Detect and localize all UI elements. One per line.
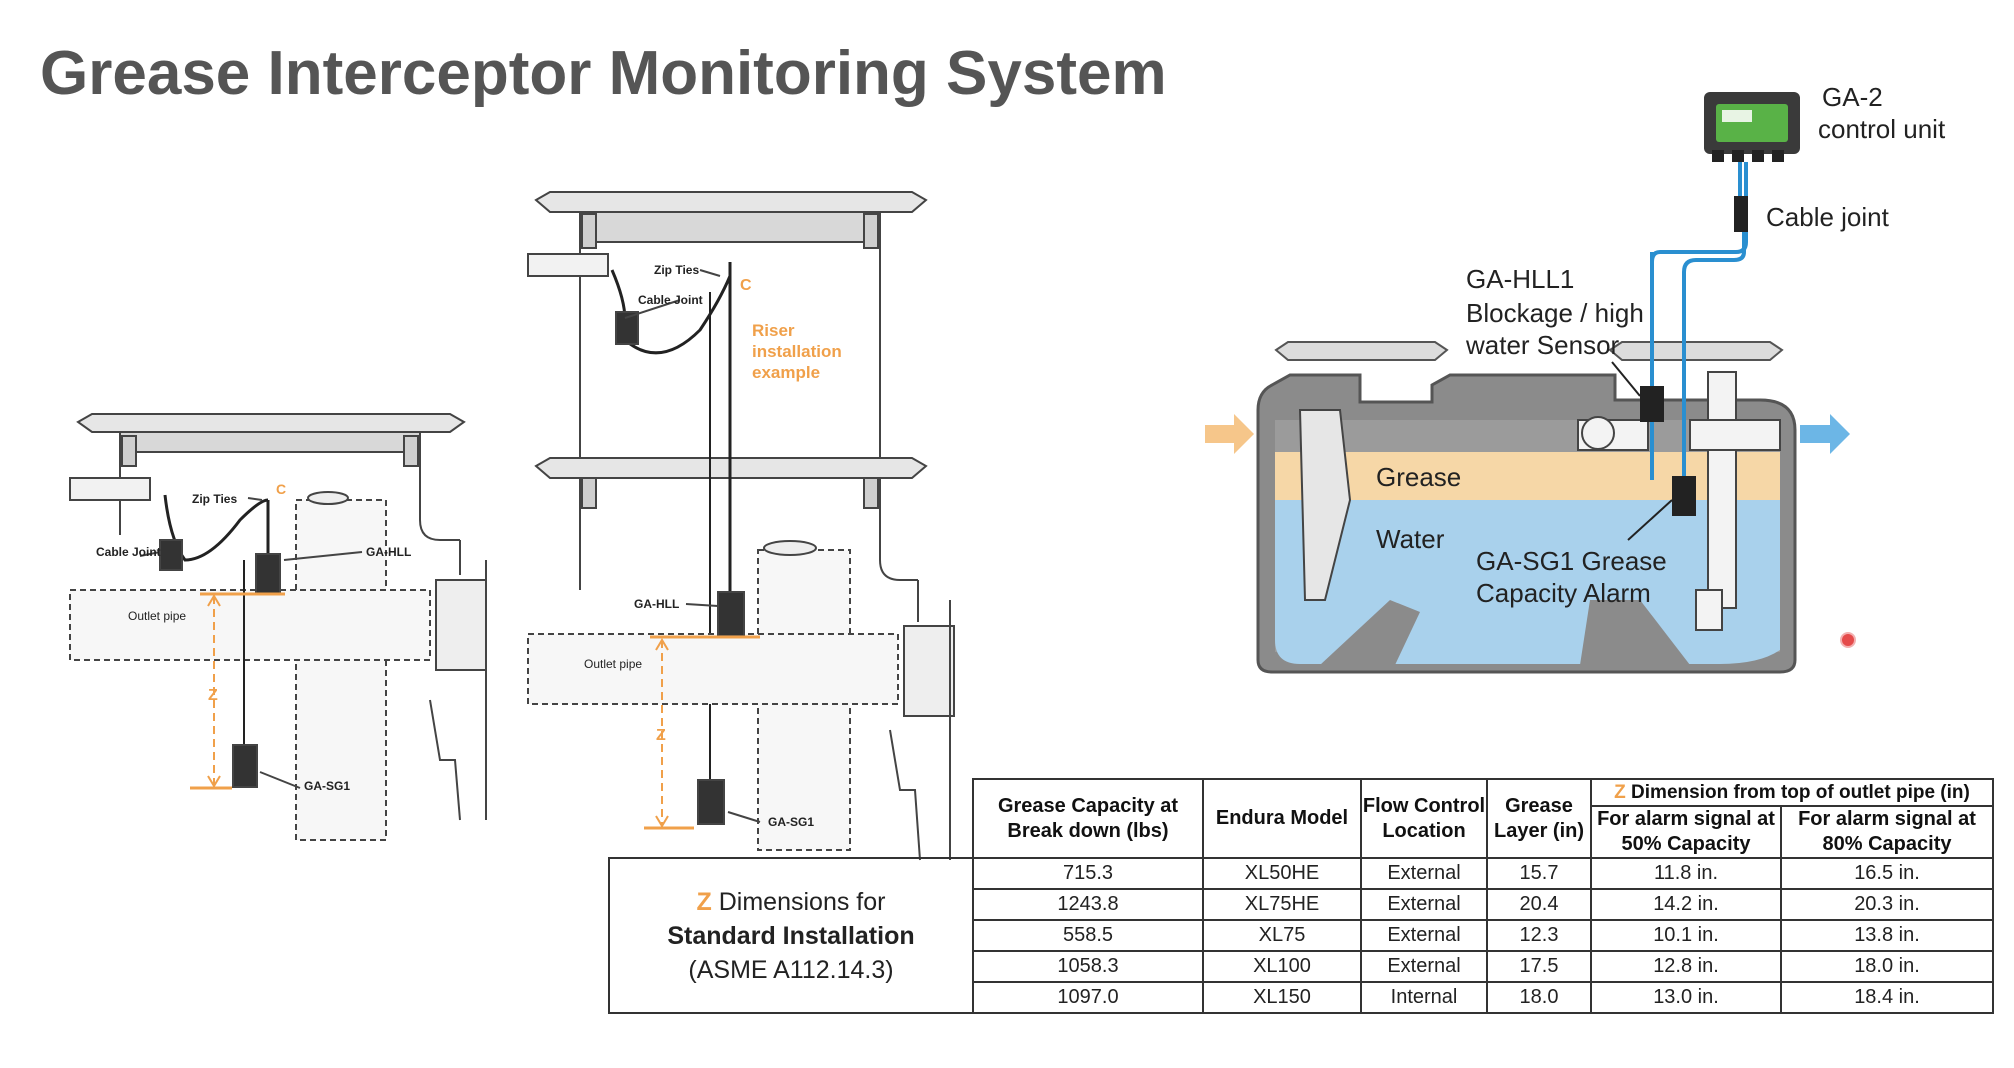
- middle-cable-joint-label: Cable Joint: [638, 293, 703, 307]
- row-1-layer: 15.7: [1486, 857, 1592, 890]
- middle-ga-sg1-label: GA-SG1: [768, 815, 814, 829]
- row-5-flow: Internal: [1360, 981, 1488, 1014]
- control-unit-label-line2: control unit: [1818, 114, 1946, 144]
- row-5-capacity: 1097.0: [972, 981, 1204, 1014]
- page-title: Grease Interceptor Monitoring System: [40, 39, 1167, 108]
- grease-layer-label: Grease: [1376, 462, 1461, 492]
- riser-example-line3: example: [752, 363, 820, 382]
- row-4-z80: 18.0 in.: [1780, 950, 1994, 983]
- middle-outlet-pipe-label: Outlet pipe: [584, 657, 642, 671]
- z-dimensions-table: Grease Capacity at Break down (lbs) Endu…: [608, 778, 1994, 1014]
- row-3-flow: External: [1360, 919, 1488, 952]
- riser-example-line1: Riser: [752, 321, 795, 340]
- riser-example-line2: installation: [752, 342, 842, 361]
- row-4-capacity: 1058.3: [972, 950, 1204, 983]
- row-4-model: XL100: [1202, 950, 1362, 983]
- hll-sensor-label-line1: GA-HLL1: [1466, 264, 1574, 294]
- header-alarm80: For alarm signal at 80% Capacity: [1780, 805, 1994, 859]
- left-ga-hll-label: GA-HLL: [366, 545, 411, 559]
- row-2-z80: 20.3 in.: [1780, 888, 1994, 921]
- row-4-layer: 17.5: [1486, 950, 1592, 983]
- header-model: Endura Model: [1202, 778, 1362, 859]
- sg1-alarm-label-line1: GA-SG1 Grease: [1476, 546, 1667, 576]
- cable-joint-label: Cable joint: [1766, 202, 1890, 232]
- left-ga-sg1-label: GA-SG1: [304, 779, 350, 793]
- middle-zip-ties-label: Zip Ties: [654, 263, 699, 277]
- row-5-layer: 18.0: [1486, 981, 1592, 1014]
- row-1-model: XL50HE: [1202, 857, 1362, 890]
- row-2-z50: 14.2 in.: [1590, 888, 1782, 921]
- table-row-label: Z Dimensions for Standard Installation (…: [608, 857, 974, 1014]
- left-c-mark: C: [276, 481, 286, 497]
- cursor-dot: [1840, 632, 1856, 648]
- header-layer: Grease Layer (in): [1486, 778, 1592, 859]
- row-label-line1: Dimensions for: [711, 887, 886, 916]
- row-1-z50: 11.8 in.: [1590, 857, 1782, 890]
- row-2-model: XL75HE: [1202, 888, 1362, 921]
- middle-c-mark: C: [740, 277, 752, 294]
- hll-sensor-label-line2: Blockage / high: [1466, 298, 1644, 328]
- water-layer-label: Water: [1376, 524, 1445, 554]
- row-5-z50: 13.0 in.: [1590, 981, 1782, 1014]
- header-capacity: Grease Capacity at Break down (lbs): [972, 778, 1204, 859]
- control-unit-label-line1: GA-2: [1822, 82, 1883, 112]
- row-3-model: XL75: [1202, 919, 1362, 952]
- row-5-z80: 18.4 in.: [1780, 981, 1994, 1014]
- row-1-capacity: 715.3: [972, 857, 1204, 890]
- sg1-alarm-label-line2: Capacity Alarm: [1476, 578, 1651, 608]
- riser-installation-diagram: [527, 191, 955, 861]
- row-label-line3: (ASME A112.14.3): [688, 955, 894, 984]
- header-zdim: Z Dimension from top of outlet pipe (in): [1590, 778, 1994, 807]
- middle-z-label: Z: [656, 727, 666, 744]
- row-2-flow: External: [1360, 888, 1488, 921]
- interceptor-tank-diagram: [1205, 92, 1850, 674]
- row-5-model: XL150: [1202, 981, 1362, 1014]
- middle-ga-hll-label: GA-HLL: [634, 597, 679, 611]
- row-2-layer: 20.4: [1486, 888, 1592, 921]
- row-3-z50: 10.1 in.: [1590, 919, 1782, 952]
- row-2-capacity: 1243.8: [972, 888, 1204, 921]
- left-outlet-pipe-label: Outlet pipe: [128, 609, 186, 623]
- header-flow: Flow Control Location: [1360, 778, 1488, 859]
- row-3-layer: 12.3: [1486, 919, 1592, 952]
- left-installation-diagram: [69, 413, 487, 841]
- row-label-line2: Standard Installation: [667, 921, 915, 950]
- left-zip-ties-label: Zip Ties: [192, 492, 237, 506]
- row-1-z80: 16.5 in.: [1780, 857, 1994, 890]
- hll-sensor-label-line3: water Sensor: [1465, 330, 1620, 360]
- header-zdim-text: Dimension from top of outlet pipe (in): [1625, 782, 1970, 803]
- row-label-z: Z: [696, 887, 712, 916]
- header-alarm50: For alarm signal at 50% Capacity: [1590, 805, 1782, 859]
- row-3-capacity: 558.5: [972, 919, 1204, 952]
- header-zdim-z: Z: [1614, 782, 1626, 803]
- table-corner-blank: [609, 779, 973, 858]
- row-1-flow: External: [1360, 857, 1488, 890]
- left-z-label: Z: [208, 687, 218, 704]
- row-4-flow: External: [1360, 950, 1488, 983]
- left-cable-joint-label: Cable Joint: [96, 545, 161, 559]
- row-3-z80: 13.8 in.: [1780, 919, 1994, 952]
- row-4-z50: 12.8 in.: [1590, 950, 1782, 983]
